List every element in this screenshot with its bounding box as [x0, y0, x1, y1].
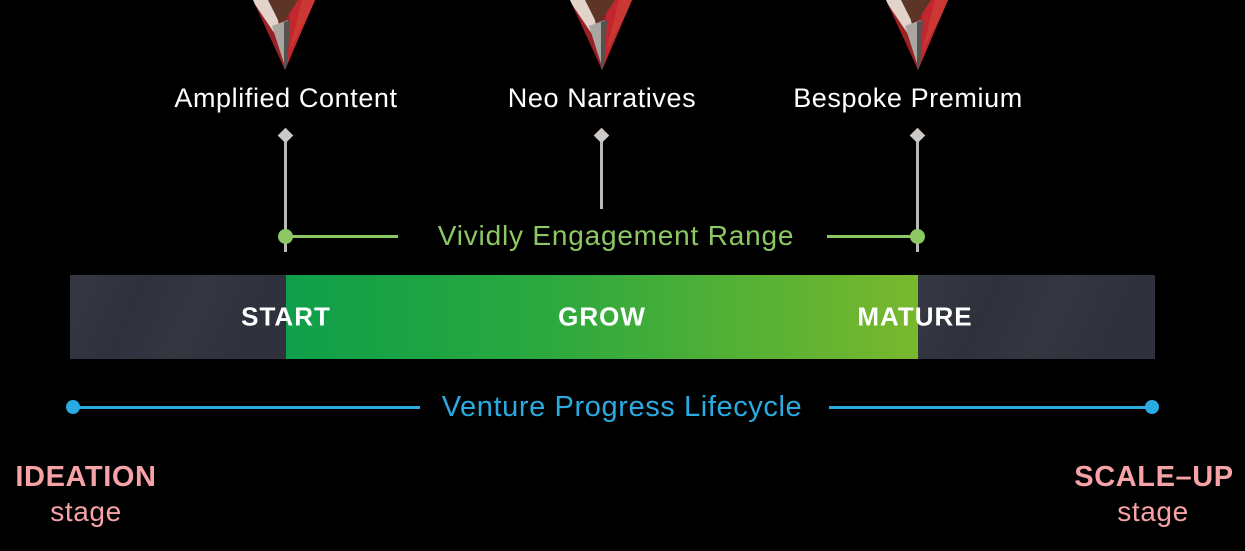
bar-segment-growth	[286, 275, 918, 359]
marker-stem-line	[916, 142, 919, 252]
stage-name-scale-up: SCALE–UP	[1074, 461, 1234, 493]
marker-label-neo-narratives: Neo Narratives	[507, 83, 697, 113]
lifecycle-label: Venture Progress Lifecycle	[441, 391, 803, 423]
engagement-range-line-right	[827, 235, 917, 238]
stage-sub-ideation: stage	[50, 496, 122, 527]
engagement-range-dot-left	[278, 229, 293, 244]
pin-icon	[253, 0, 315, 70]
diamond-marker-icon	[909, 127, 926, 144]
stage-sub-scale-up: stage	[1117, 496, 1189, 527]
engagement-range-label: Vividly Engagement Range	[437, 220, 795, 251]
diamond-marker-icon	[277, 127, 294, 144]
pin-icon	[570, 0, 632, 70]
lifecycle-dot-right	[1145, 400, 1159, 414]
bar-label-mature: MATURE	[857, 301, 973, 332]
engagement-range-line-left	[285, 235, 398, 238]
lifecycle-line-right	[829, 406, 1152, 409]
stage-progress-bar: START GROW MATURE	[70, 275, 1155, 359]
bar-label-grow: GROW	[558, 301, 646, 332]
bar-segment-pre-start	[70, 275, 286, 359]
pin-icon	[886, 0, 948, 70]
marker-label-bespoke-premium: Bespoke Premium	[793, 83, 1023, 113]
bar-label-start: START	[241, 301, 331, 332]
marker-label-amplified-content: Amplified Content	[174, 83, 398, 113]
marker-stem-line	[600, 142, 603, 209]
stage-name-ideation: IDEATION	[15, 461, 157, 493]
diamond-marker-icon	[593, 127, 610, 144]
lifecycle-line-left	[73, 406, 420, 409]
engagement-range-dot-right	[910, 229, 925, 244]
marker-stem-line	[284, 142, 287, 252]
bar-segment-post-mature	[918, 275, 1155, 359]
lifecycle-dot-left	[66, 400, 80, 414]
